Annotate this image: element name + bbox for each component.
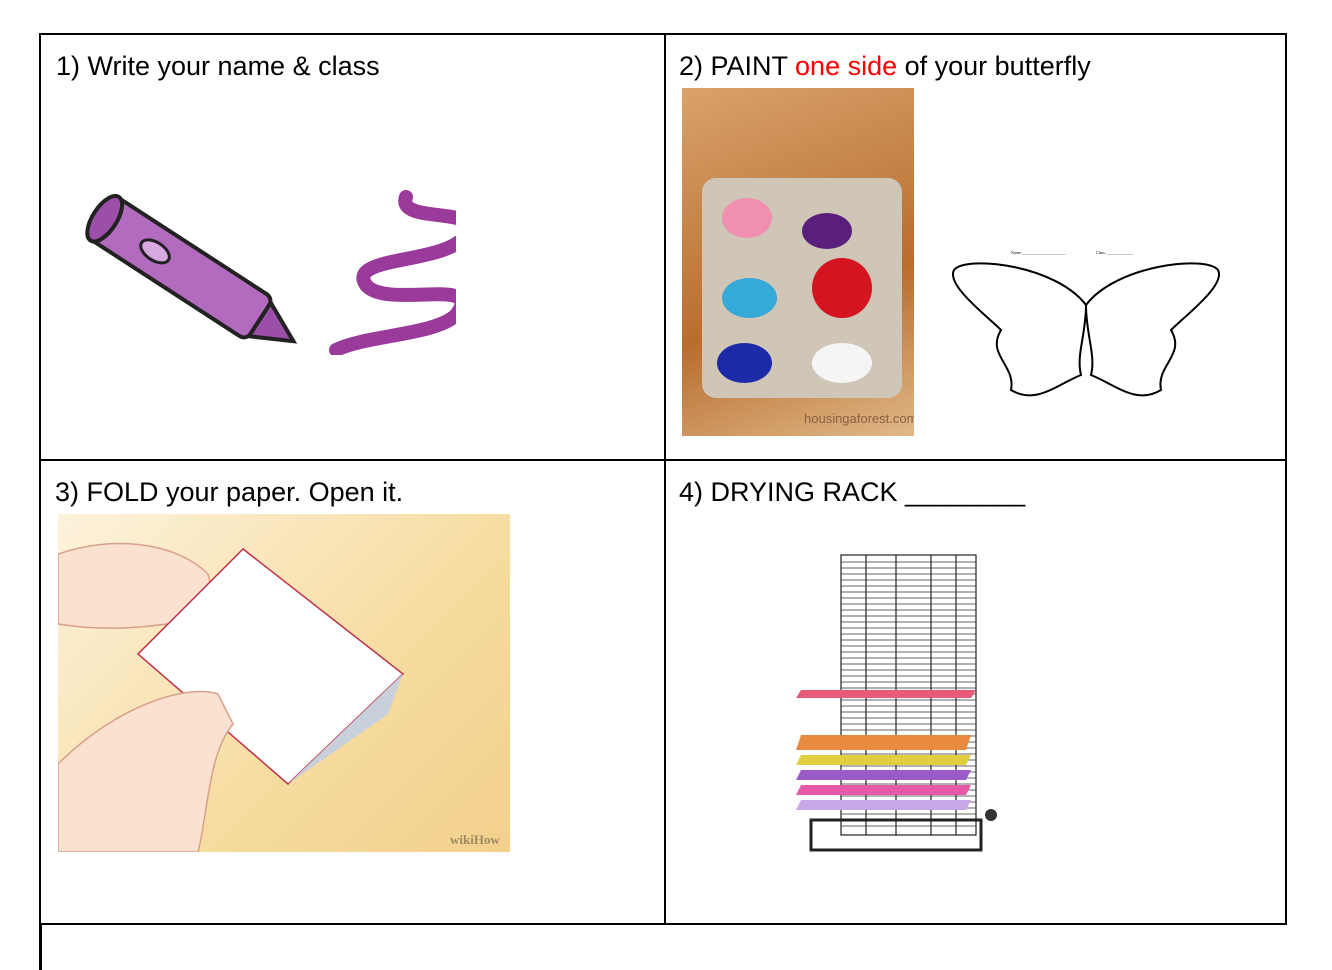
step-2-caption: 2) PAINT one side of your butterfly xyxy=(679,51,1091,81)
photo-watermark: housingaforest.com xyxy=(804,411,914,426)
row-divider xyxy=(41,459,1285,461)
crayon-image xyxy=(85,190,456,355)
egg-carton-paint-photo: housingaforest.com xyxy=(682,88,914,436)
butterfly-class-label: Class: _____________ xyxy=(1096,250,1133,255)
step-4-caption: 4) DRYING RACK ________ xyxy=(679,477,1026,507)
column-divider xyxy=(664,35,666,923)
step-3-caption: 3) FOLD your paper. Open it. xyxy=(55,477,404,507)
butterfly-name-label: Name:______________________ xyxy=(1011,250,1066,255)
instructions-table: 1) Write your name & class 2) PAINT one … xyxy=(39,33,1287,925)
next-table-border xyxy=(39,925,42,970)
butterfly-template: Name:______________________ Class: _____… xyxy=(946,245,1226,415)
step-1-caption: 1) Write your name & class xyxy=(56,51,380,81)
fold-paper-illustration: wikiHow xyxy=(58,514,510,852)
drying-rack-image xyxy=(796,554,997,852)
wikihow-watermark: wikiHow xyxy=(450,832,500,847)
